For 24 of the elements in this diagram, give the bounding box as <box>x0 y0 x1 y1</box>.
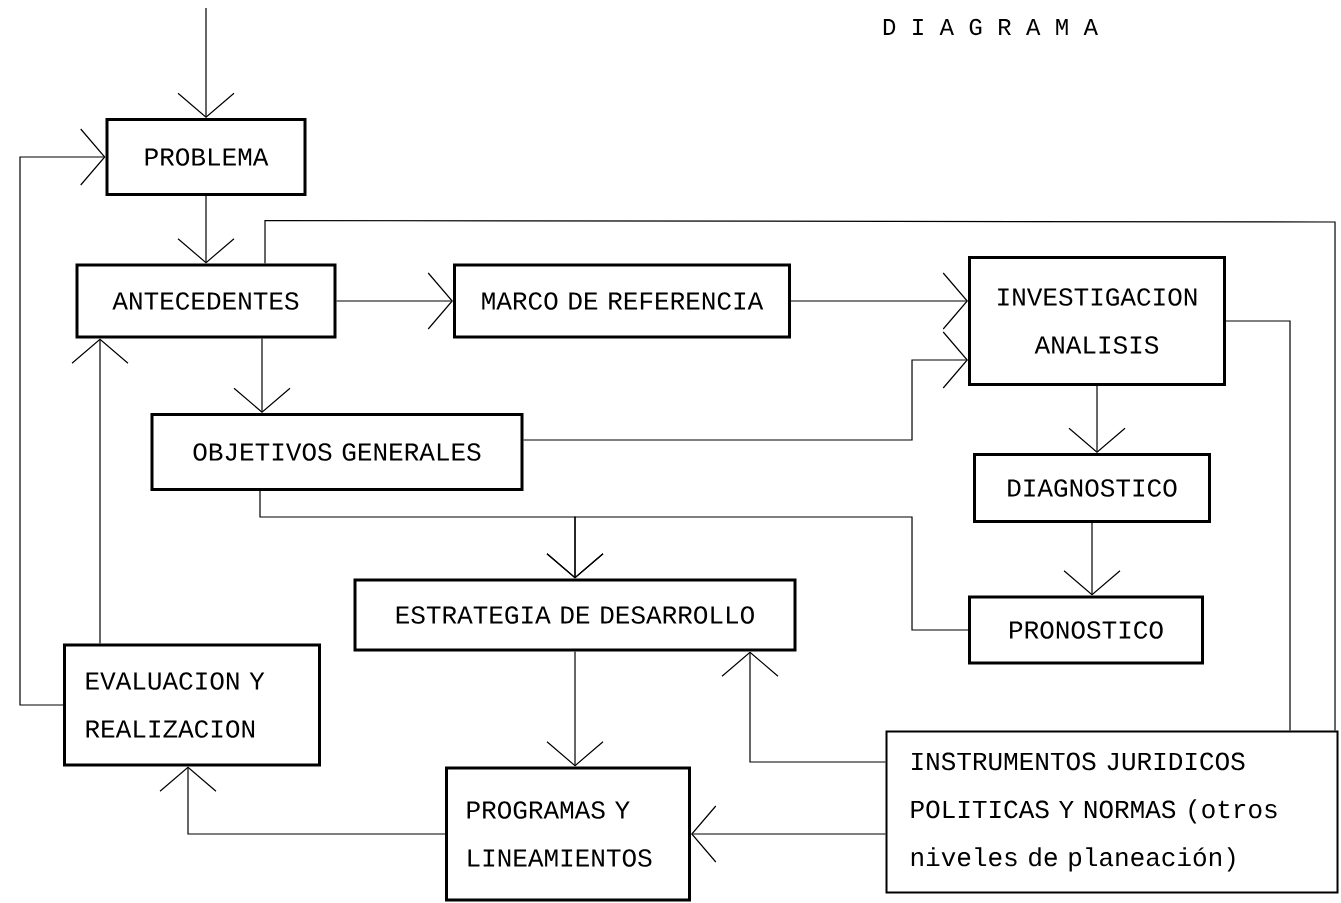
connector-line <box>264 219 1336 732</box>
process-box: ANTECEDENTES <box>75 263 337 339</box>
arrow <box>159 766 446 835</box>
arrow <box>546 516 969 631</box>
arrow <box>721 651 887 763</box>
arrow <box>522 331 968 441</box>
process-box: EVALUACION Y REALIZACION <box>63 643 321 767</box>
arrow <box>546 650 604 767</box>
process-box: PRONOSTICO <box>968 595 1204 665</box>
arrow <box>71 338 129 645</box>
arrow <box>19 128 106 706</box>
process-box: PROGRAMAS Y LINEAMIENTOS <box>445 766 691 902</box>
process-box: OBJETIVOS GENERALES <box>150 413 524 491</box>
arrow <box>790 272 968 330</box>
process-box: DIAGNOSTICO <box>973 453 1211 523</box>
process-box: ESTRATEGIA DE DESARROLLO <box>353 578 797 652</box>
title: D I A G R A M A <box>883 18 1098 36</box>
process-box: INVESTIGACION ANALISIS <box>968 256 1226 386</box>
arrow <box>335 272 453 330</box>
process-box: MARCO DE REFERENCIA <box>453 263 791 339</box>
process-box: PROBLEMA <box>105 118 307 196</box>
connector-line <box>1225 320 1291 732</box>
process-box: INSTRUMENTOS JURIDICOS POLITICAS Y NORMAS (otros niveles de planeación) <box>885 730 1339 894</box>
arrow <box>691 805 887 863</box>
